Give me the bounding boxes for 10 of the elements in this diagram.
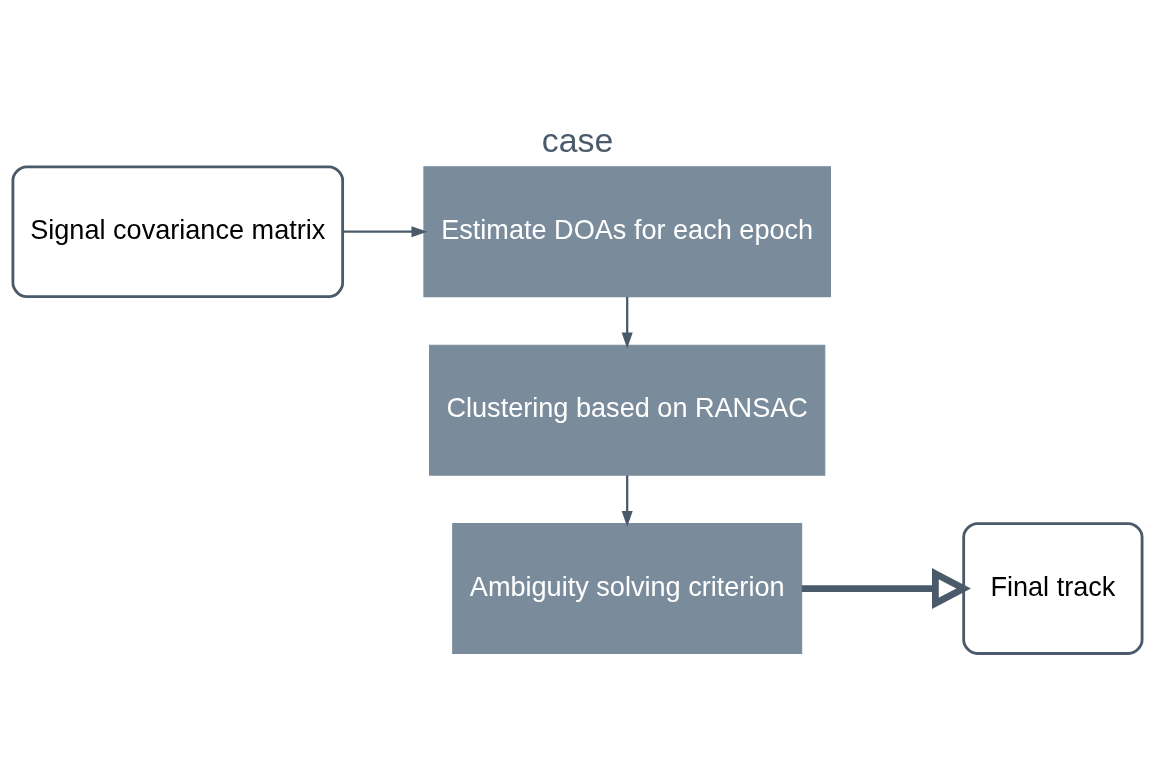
arrow (342, 226, 428, 238)
node-box: Ambiguity solving criterion (452, 523, 803, 655)
arrow (801, 568, 971, 609)
node-box: Final track (962, 522, 1144, 655)
node-box: Estimate DOAs for each epoch (423, 166, 831, 298)
arrow (621, 475, 633, 527)
node-box: Clustering based on RANSAC (429, 344, 826, 476)
arrow (621, 296, 633, 349)
node-box: Signal covariance matrix (11, 165, 345, 299)
diagram-title: case (541, 121, 614, 160)
